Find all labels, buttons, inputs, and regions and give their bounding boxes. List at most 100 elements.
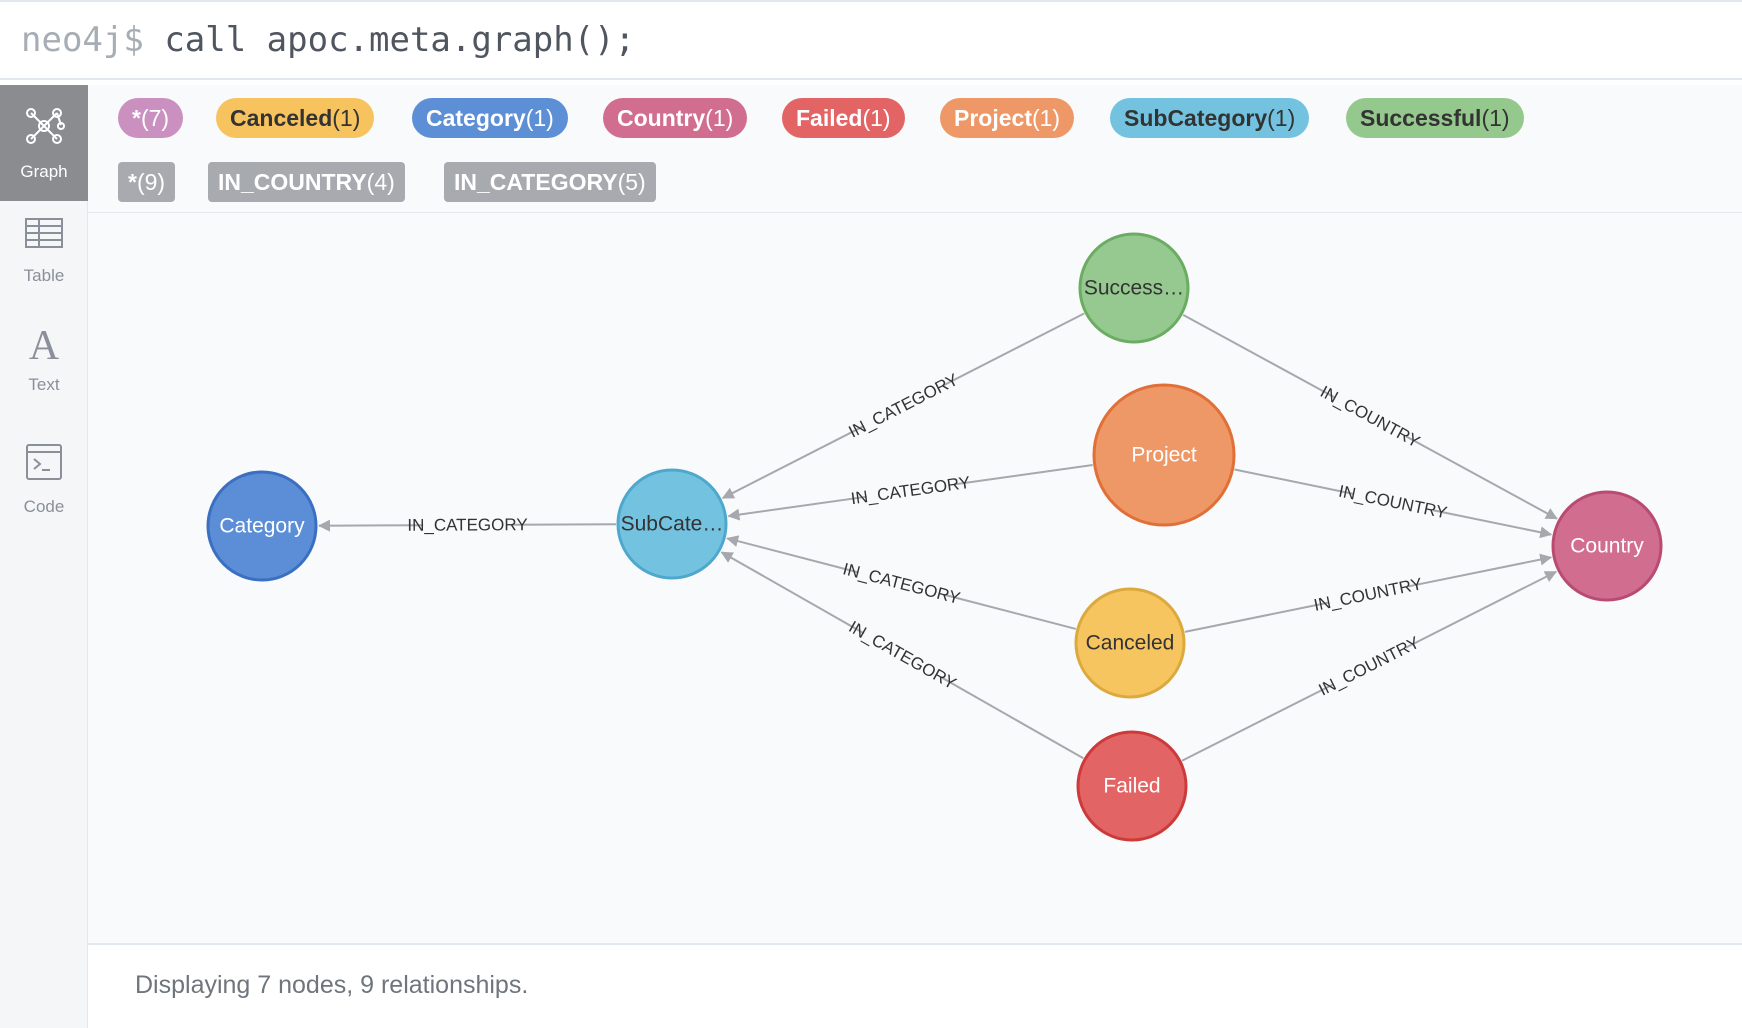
table-icon [25,218,63,248]
sidebar-item-label: Code [23,497,65,516]
text-icon: A [29,323,60,365]
graph-svg[interactable]: IN_CATEGORY IN_CATEGORY IN_CATEGORY IN_CATE… [88,213,1742,943]
label-pill-project[interactable]: Project(1) [940,98,1075,138]
relationship-label: IN_CATEGORY [846,370,962,442]
relationship-label: IN_CATEGORY [407,515,527,535]
command-bar[interactable]: neo4j$ call apoc.meta.graph(); [0,0,1742,80]
label-count: (1) [862,105,891,131]
relationship-label: IN_COUNTRY [1337,482,1449,523]
relationship-canceled-country[interactable]: IN_COUNTRY [1184,553,1553,633]
reltype-name: IN_COUNTRY [218,169,367,195]
graph-node-failed[interactable]: Failed [1076,730,1188,842]
command-prompt: neo4j$ [21,20,144,60]
graph-icon [26,108,65,144]
relationship-arrow [1405,435,1558,520]
relationship-label: IN_COUNTRY [1317,382,1423,451]
node-circle [1076,730,1188,842]
node-circle [1078,232,1190,344]
relationship-line [944,593,1077,630]
relationship-line [1182,313,1335,399]
node-caption: Canceled [1086,632,1175,655]
label-pill-country[interactable]: Country(1) [603,98,748,138]
relationship-label: IN_CATEGORY [845,617,959,693]
relationship-label: IN_CATEGORY [841,559,962,608]
relationship-arrow [720,551,865,635]
reltype-pill-in-country[interactable]: IN_COUNTRY(4) [208,162,405,202]
relationship-label: IN_COUNTRY [1316,633,1423,700]
node-circle [1092,383,1236,527]
relationship-arrow [1405,570,1558,649]
label-count: (1) [1481,105,1510,131]
node-caption: Success… [1084,277,1184,300]
label-count: (7) [140,105,170,131]
label-count: (1) [525,105,554,131]
label-count: (1) [1031,105,1061,131]
sidebar-item-code[interactable]: Code [0,425,88,541]
reltype-name: * [128,169,137,195]
view-sidebar: Graph Table A Text Code [0,85,88,1028]
node-caption: Project [1131,444,1197,467]
relationship-arrow [1407,553,1553,588]
node-circle [616,468,728,580]
sidebar-item-graph[interactable]: Graph [0,85,88,201]
sidebar-item-label: Graph [20,162,68,181]
relationship-arrow [317,519,424,532]
graph-node-successful[interactable]: Success… [1078,232,1190,344]
graph-node-project[interactable]: Project [1092,383,1236,527]
relationship-line [1234,468,1353,495]
label-pill-all[interactable]: *(7) [118,98,184,138]
label-count: (1) [705,105,734,131]
reltype-count: (4) [366,169,395,195]
relationship-line [940,676,1084,760]
relationship-line [1184,601,1329,633]
node-caption: Country [1570,535,1644,558]
reltype-count: (5) [617,169,646,195]
graph-node-country[interactable]: Country [1551,490,1663,602]
svg-text:A: A [29,323,60,365]
legend-header: *(7) Canceled(1) Category(1) Country(1) … [88,85,1742,213]
sidebar-item-text[interactable]: A Text [0,313,88,429]
relationship-arrow [727,495,867,521]
code-icon [26,444,62,480]
label-name: Canceled [230,105,333,131]
label-pill-failed[interactable]: Failed(1) [782,98,905,138]
node-circle [1551,490,1663,602]
status-text: Displaying 7 nodes, 9 relationships. [135,971,529,999]
graph-node-category[interactable]: Category [206,470,318,582]
command-text[interactable]: call apoc.meta.graph(); [164,20,636,60]
relationship-line [1181,683,1333,762]
relationship-project-country[interactable]: IN_COUNTRY [1234,468,1553,539]
graph-canvas[interactable]: IN_CATEGORY IN_CATEGORY IN_CATEGORY IN_CATE… [88,213,1742,943]
label-name: Category [426,105,526,131]
relationship-canceled-subcategory[interactable]: IN_CATEGORY [726,535,1077,630]
graph-node-canceled[interactable]: Canceled [1074,587,1186,699]
label-name: * [132,105,141,131]
relationship-arrow [1432,509,1553,539]
label-name: Project [954,105,1032,131]
label-pill-canceled[interactable]: Canceled(1) [216,98,375,138]
status-footer: Displaying 7 nodes, 9 relationships. [88,943,1742,1028]
graph-node-subcategory[interactable]: SubCate… [616,468,728,580]
reltype-pill-all[interactable]: *(9) [118,162,176,202]
label-name: Successful [1360,105,1482,131]
node-caption: Failed [1103,775,1160,798]
relationship-subcategory-category[interactable]: IN_CATEGORY [317,515,617,535]
node-caption: Category [219,515,305,538]
node-caption: SubCate… [621,513,724,536]
label-pill-successful[interactable]: Successful(1) [1346,98,1524,138]
sidebar-item-table[interactable]: Table [0,201,88,317]
relationship-arrow [726,535,859,574]
label-pill-subcategory[interactable]: SubCategory(1) [1110,98,1310,138]
relationship-arrow [721,425,865,499]
label-count: (1) [1267,105,1296,131]
relationship-line [511,523,617,526]
sidebar-item-label: Table [23,266,65,285]
label-name: SubCategory [1124,105,1268,131]
label-pill-category[interactable]: Category(1) [412,98,568,138]
reltype-pill-in-category[interactable]: IN_CATEGORY(5) [444,162,656,202]
relationship-successful-subcategory[interactable]: IN_CATEGORY [721,312,1085,499]
relationship-project-subcategory[interactable]: IN_CATEGORY [727,464,1093,521]
relationship-label: IN_COUNTRY [1312,574,1424,615]
label-count: (1) [332,105,361,131]
reltype-count: (9) [136,169,166,195]
